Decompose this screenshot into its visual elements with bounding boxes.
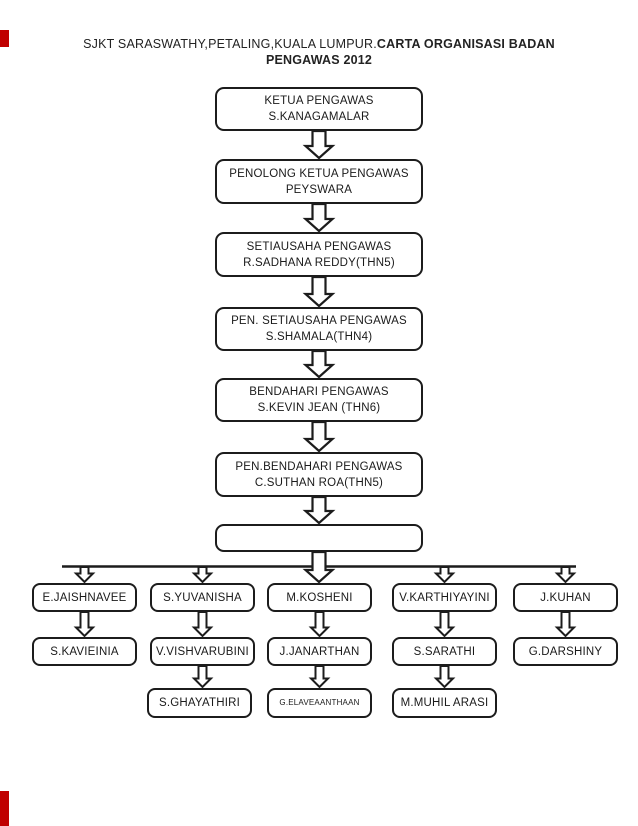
member-box: M.KOSHENI [267,583,372,612]
role-label: PEN. SETIAUSAHA PENGAWAS [231,315,407,327]
down-arrow [308,611,331,638]
member-box: J.KUHAN [513,583,618,612]
down-arrow [302,420,336,453]
person-name: C.SUTHAN ROA(THN5) [254,476,384,489]
down-arrow-center [302,550,336,584]
person-name: S.GHAYATHIRI [159,697,240,709]
member-box: J.JANARTHAN [267,637,372,666]
member-box: S.GHAYATHIRI [147,688,252,718]
role-label: SETIAUSAHA PENGAWAS [246,240,392,253]
person-name: V.VISHVARUBINI [156,645,249,658]
down-arrow [433,566,456,584]
down-arrow [191,665,214,689]
person-name: V.KARTHIYAYINI [399,591,490,604]
member-box: E.JAISHNAVEE [32,583,137,612]
person-name: PEYSWARA [285,183,353,196]
red-edge-mark-top [0,30,9,47]
person-name: S.SHAMALA(THN4) [265,331,373,343]
person-name: E.JAISHNAVEE [42,591,127,604]
down-arrow [191,566,214,584]
role-label: BENDAHARI PENGAWAS [249,386,389,398]
down-arrow [302,349,336,379]
down-arrow [308,665,331,689]
down-arrow [302,202,336,233]
org-box-pen-setiausaha: PEN. SETIAUSAHA PENGAWAS S.SHAMALA(THN4) [215,307,423,351]
role-label: PENOLONG KETUA PENGAWAS [229,167,409,180]
person-name: J.KUHAN [540,591,591,604]
down-arrow [554,611,577,638]
person-name: G.ELAVEAANTHAAN [279,698,360,707]
down-arrow [433,611,456,638]
org-box-ketua-pengawas: KETUA PENGAWAS S.KANAGAMALAR [215,87,423,131]
org-box-bendahari: BENDAHARI PENGAWAS S.KEVIN JEAN (THN6) [215,378,423,422]
page-title: SJKT SARASWATHY,PETALING,KUALA LUMPUR.CA… [0,36,638,68]
person-name: S.YUVANISHA [163,591,242,604]
member-box: S.YUVANISHA [150,583,255,612]
person-name: S.KEVIN JEAN (THN6) [257,402,381,414]
title-school-name: SJKT SARASWATHY,PETALING,KUALA LUMPUR. [83,37,377,51]
member-box: V.KARTHIYAYINI [392,583,497,612]
down-arrow [302,495,336,525]
title-chart-name: CARTA ORGANISASI BADAN [376,37,555,51]
red-edge-mark-bottom [0,791,9,826]
role-label: KETUA PENGAWAS [264,95,374,107]
person-name: S.KANAGAMALAR [268,111,370,123]
person-name: S.SARATHI [413,645,476,658]
org-box-empty [215,524,423,552]
down-arrow [73,566,96,584]
person-name: S.KAVIEINIA [50,645,119,658]
org-box-penolong-ketua: PENOLONG KETUA PENGAWAS PEYSWARA [215,159,423,204]
person-name: M.MUHIL ARASI [400,697,489,709]
person-name: M.KOSHENI [286,591,353,604]
down-arrow [302,129,336,160]
member-box: G.ELAVEAANTHAAN [267,688,372,718]
title-year: PENGAWAS 2012 [265,53,373,67]
down-arrow [73,611,96,638]
role-label: PEN.BENDAHARI PENGAWAS [235,460,403,473]
person-name: R.SADHANA REDDY(THN5) [243,256,395,269]
org-box-setiausaha: SETIAUSAHA PENGAWAS R.SADHANA REDDY(THN5… [215,232,423,277]
person-name: J.JANARTHAN [279,645,360,658]
down-arrow [554,566,577,584]
down-arrow [433,665,456,689]
member-box: S.KAVIEINIA [32,637,137,666]
down-arrow [302,275,336,308]
person-name: G.DARSHINY [528,645,603,658]
member-box: M.MUHIL ARASI [392,688,497,718]
member-box: G.DARSHINY [513,637,618,666]
down-arrow [191,611,214,638]
org-box-pen-bendahari: PEN.BENDAHARI PENGAWAS C.SUTHAN ROA(THN5… [215,452,423,497]
member-box: V.VISHVARUBINI [150,637,255,666]
member-box: S.SARATHI [392,637,497,666]
